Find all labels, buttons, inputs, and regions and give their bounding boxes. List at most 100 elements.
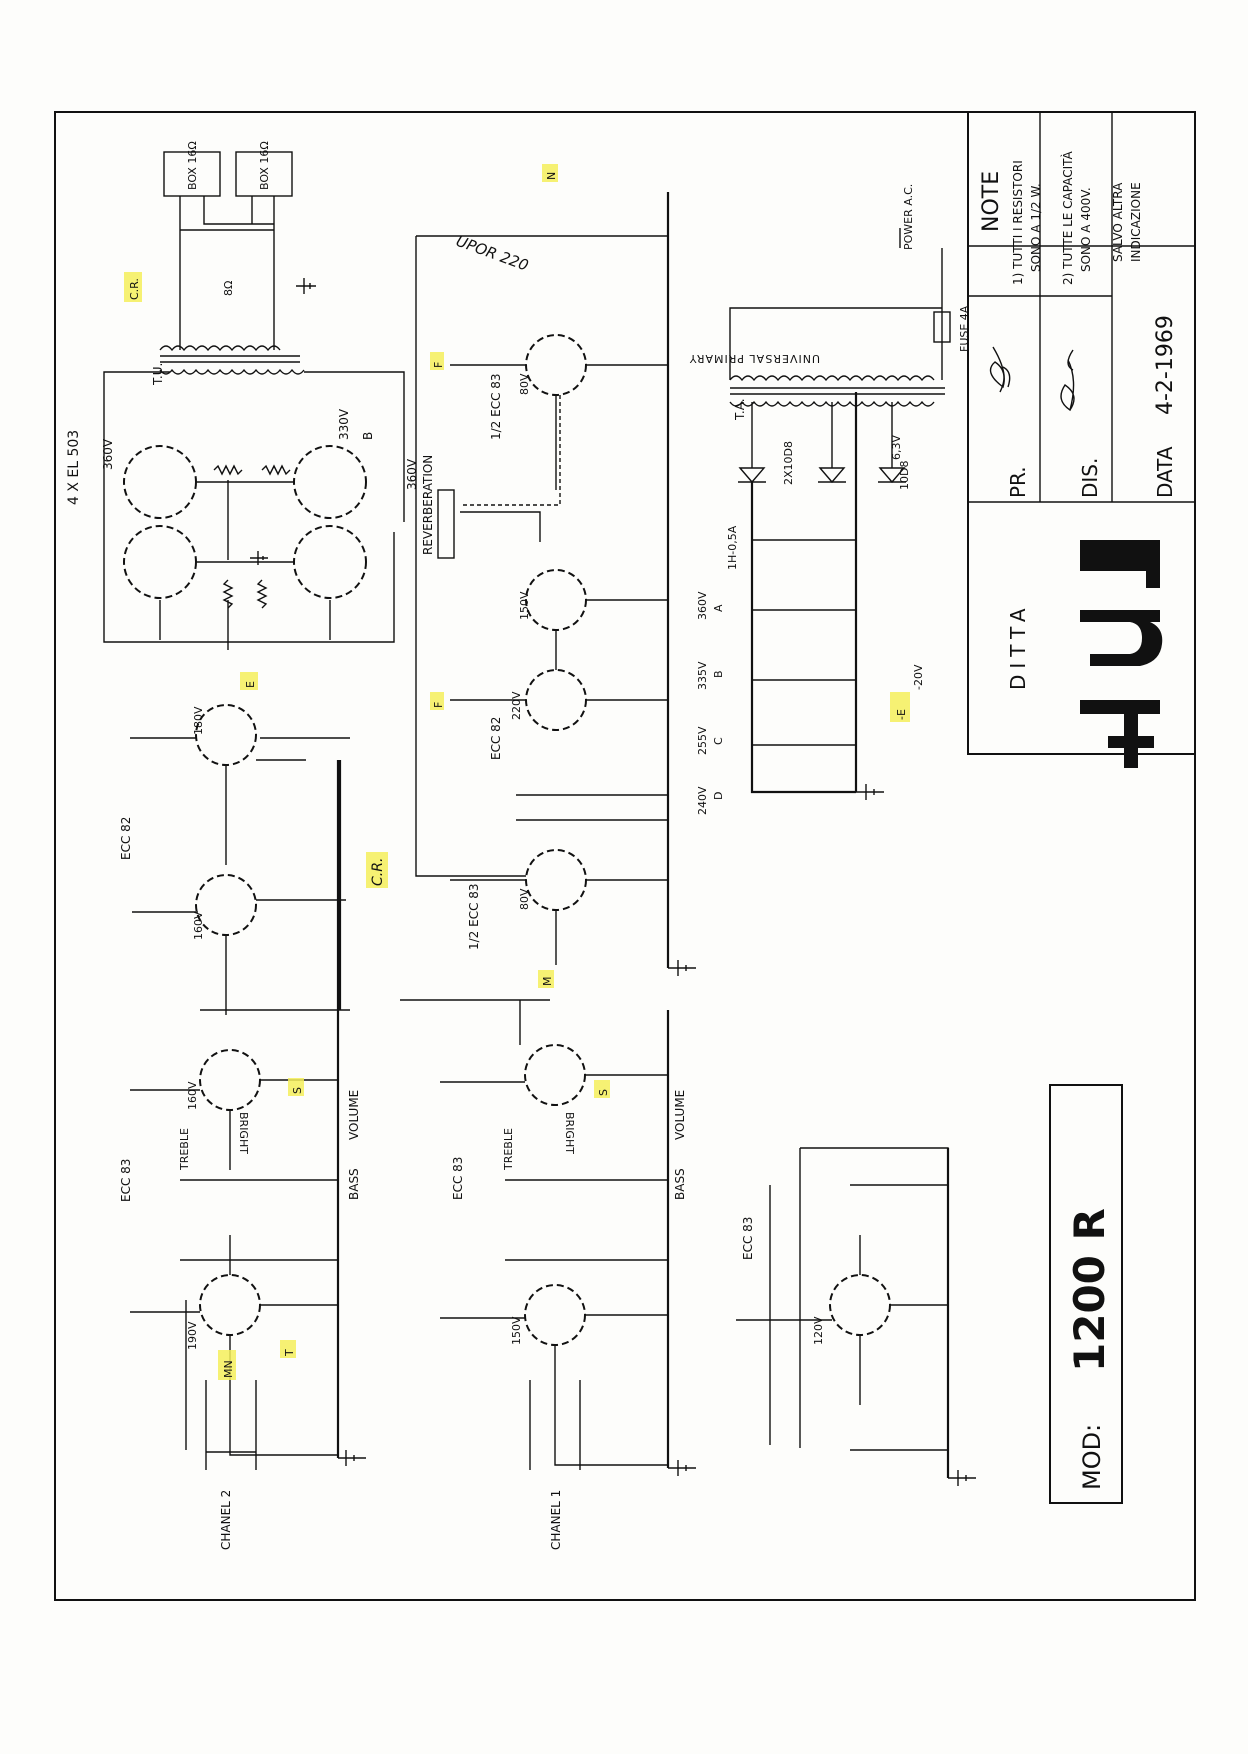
ch2-bass-label: BASS [347, 1168, 361, 1200]
choke-label: 1H-0,5A [726, 525, 739, 570]
marker-cr-mid: C.R. [370, 858, 386, 886]
channel-1-preamp: ECC 83 150V BASS VOLUME TREBLE BRIGHT CH… [400, 999, 687, 1550]
ch2-tube-b [199, 1274, 261, 1336]
marker-f-mid: F [432, 702, 445, 708]
model-box: MOD: 1200 R [1049, 1084, 1123, 1504]
marker-cr-top: C.R. [128, 278, 141, 300]
v-360-psu: 360V [696, 591, 709, 620]
diode-10d8-label: 10D8 [898, 461, 911, 490]
output-tubes-label: 4 X EL 503 [66, 430, 82, 505]
reverb-mid-tube-label: ECC 82 [489, 717, 503, 760]
model-name: 1200 R [1065, 1208, 1114, 1372]
rail-b: B [712, 670, 725, 678]
title-block: NOTE 1) TUTTI I RESISTORI SONO A 1/2 W. … [967, 111, 1196, 768]
v-360-left: 360V [101, 438, 115, 470]
v-255: 255V [696, 726, 709, 755]
reverb-tube-mid-b [525, 669, 587, 731]
fuse-label: FUSE 4A [958, 305, 971, 352]
rail-b-top: B [361, 432, 375, 440]
reverb-top-tube-label: 1/2 ECC 83 [489, 373, 503, 440]
ch2-bright-label: BRIGHT [237, 1112, 250, 1154]
marker-neg-e: -E [895, 709, 908, 720]
note-line-5: SALVO ALTRA [1111, 182, 1125, 262]
rail-d: D [712, 792, 725, 800]
driver-stage: ECC 82 180V 160V [119, 704, 350, 1015]
note-line-3: 2) TUTTE LE CAPACITÀ [1060, 150, 1075, 285]
pr-label: PR. [1006, 466, 1030, 498]
el503-tube-4 [293, 525, 367, 599]
highlight-markers: C.R. C.R. N M E F F S S MN T -E [124, 164, 910, 1380]
note-line-6: INDICAZIONE [1129, 182, 1143, 262]
drawing-border [54, 111, 1196, 1601]
ch1-treble-label: TREBLE [502, 1128, 515, 1171]
reverb-bot-tube-label: 1/2 ECC 83 [467, 883, 481, 950]
ch1-bright-label: BRIGHT [563, 1112, 576, 1154]
v-80-bot: 80V [518, 888, 531, 910]
handwritten-upor: UPOR 220 [454, 232, 531, 275]
v-160-driver: 160V [192, 911, 205, 940]
reverb-section: 1/2 ECC 83 ECC 82 1/2 ECC 83 REVERBERATI… [415, 232, 668, 965]
ta-label: T.A. [733, 398, 747, 421]
channel-2-preamp: ECC 83 190V 160V BASS VOLUME TREBLE BRIG… [119, 1049, 361, 1550]
el503-tube-1 [123, 445, 197, 519]
output-stage: 4 X EL 503 360V 360V 330V B [66, 408, 419, 650]
heater-label: 6,3V [890, 435, 903, 460]
marker-s-ch1: S [597, 1089, 610, 1096]
marker-t: T [283, 1349, 296, 1357]
el503-tube-2 [123, 525, 197, 599]
v-160-ch2: 160V [186, 1081, 199, 1110]
diodes-2x10d8-label: 2X10D8 [782, 441, 795, 485]
date-value: 4-2-1969 [1153, 315, 1178, 415]
reverb-tube-bot [525, 849, 587, 911]
signature-dis [1060, 349, 1075, 412]
note-heading: NOTE [979, 171, 1004, 232]
ch2-input-label: CHANEL 2 [219, 1490, 233, 1550]
driver-tube-label: ECC 82 [119, 817, 133, 860]
v-190: 190V [186, 1321, 199, 1350]
marker-mn: MN [222, 1360, 235, 1378]
el503-tube-3 [293, 445, 367, 519]
note-line-2: SONO A 1/2 W. [1029, 183, 1043, 272]
v-120: 120V [812, 1316, 825, 1345]
reverb-tank-connector [437, 489, 455, 559]
ch1-tube-label: ECC 83 [451, 1157, 465, 1200]
note-line-1: 1) TUTTI I RESISTORI [1011, 160, 1025, 285]
marker-e-mid: E [244, 681, 257, 688]
tu-label: T.U. [151, 363, 165, 386]
note-line-4: SONO A 400V. [1079, 187, 1093, 272]
ch1-volume-label: VOLUME [673, 1090, 687, 1140]
power-switch-label: POWER A.C. [902, 184, 915, 250]
v-minus-20: -20V [912, 664, 925, 690]
v-335: 335V [696, 661, 709, 690]
marker-s-ch2: S [291, 1087, 304, 1094]
ch2-volume-label: VOLUME [347, 1090, 361, 1140]
ecc82-driver-tube-b [195, 874, 257, 936]
marker-m-bot: M [541, 977, 554, 987]
box-2-label: BOX 16Ω [258, 141, 271, 190]
speaker-box-2 [235, 151, 293, 197]
power-supply: UNIVERSAL PRIMARY T.A. POWER A.C. FUSE 4… [689, 184, 971, 815]
ch2-tube-label: ECC 83 [119, 1159, 133, 1202]
ditta-label: DITTA [1006, 602, 1030, 690]
v-330: 330V [337, 408, 351, 440]
model-prefix: MOD: [1078, 1424, 1106, 1490]
speaker-section: BOX 16Ω BOX 16Ω 8Ω T.U. [103, 141, 405, 532]
v-150-reverb: 150V [518, 591, 531, 620]
box-1-label: BOX 16Ω [186, 141, 199, 190]
v-150-ch1: 150V [510, 1316, 523, 1345]
ecc82-driver-tube-a [195, 704, 257, 766]
signature-pr [989, 346, 1011, 393]
speaker-box-1 [163, 151, 221, 197]
reverb-tube-mid-a [525, 569, 587, 631]
reverb-tube-top [525, 334, 587, 396]
ch1-bass-label: BASS [673, 1168, 687, 1200]
rail-a: A [712, 604, 725, 612]
load-8ohm: 8Ω [222, 281, 235, 296]
v-240: 240V [696, 786, 709, 815]
v-220: 220V [510, 691, 523, 720]
ch2-tube-a [199, 1049, 261, 1111]
primary-label: UNIVERSAL PRIMARY [689, 352, 820, 365]
v-360-right: 360V [405, 458, 419, 490]
reverb-label: REVERBERATION [421, 455, 435, 555]
tremolo-tube [829, 1274, 891, 1336]
